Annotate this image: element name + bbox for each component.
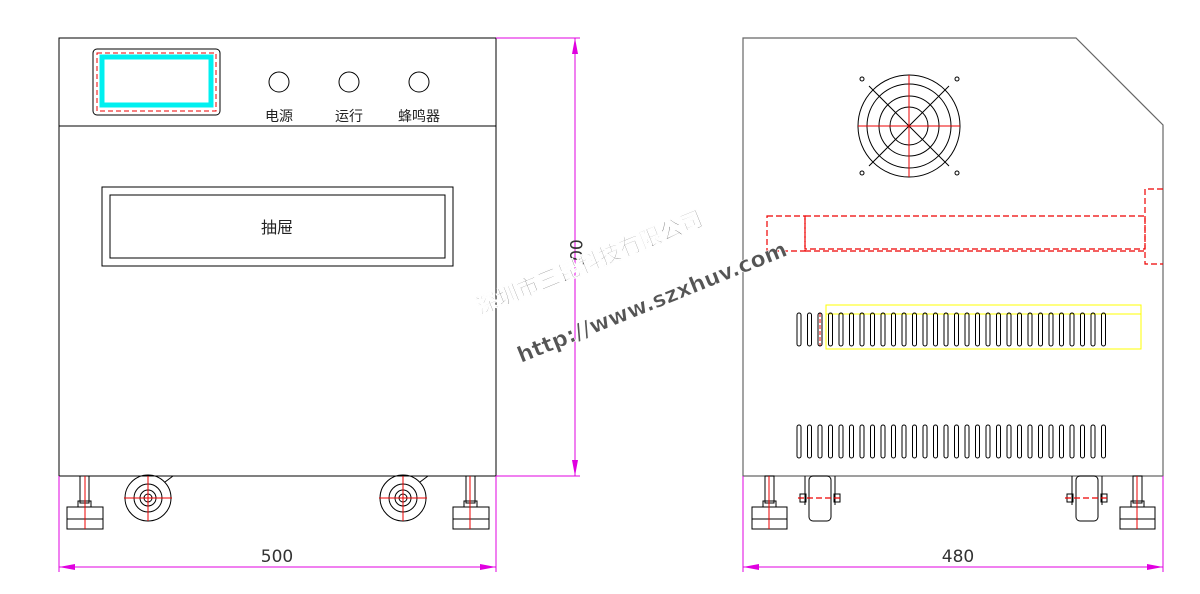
buzzer-label: 蜂鸣器 <box>398 108 440 125</box>
display-screen <box>92 48 221 116</box>
vent-slot <box>954 312 959 347</box>
vent-slot <box>1080 424 1085 459</box>
vent-slot <box>1101 424 1106 459</box>
vent-slots <box>796 312 1106 459</box>
vent-slot <box>1017 312 1022 347</box>
vent-slot <box>943 424 949 459</box>
height-dimension-front: 00 <box>496 37 585 477</box>
run-label: 运行 <box>335 109 363 125</box>
vent-slot <box>796 424 802 459</box>
front-view: 电源 运行 蜂鸣器 抽屉 <box>58 37 585 572</box>
vent-slot <box>849 424 854 459</box>
vent-slot <box>1069 312 1075 347</box>
vent-slot <box>870 312 875 347</box>
vent-slot <box>954 424 959 459</box>
vent-slot <box>912 424 917 459</box>
vent-slot <box>901 424 907 459</box>
vent-slot <box>838 424 844 459</box>
vent-slot <box>1027 312 1033 347</box>
vent-slot <box>1006 424 1012 459</box>
vent-slot <box>922 424 928 459</box>
vent-slot <box>1059 312 1064 347</box>
vent-slot <box>1048 424 1054 459</box>
width-value-480: 480 <box>942 547 974 567</box>
height-value: 00 <box>565 239 585 261</box>
leveling-foot-right <box>452 475 490 530</box>
leveling-foot-left <box>66 475 104 530</box>
buzzer-indicator <box>408 71 430 93</box>
vent-slot <box>933 312 938 347</box>
vent-slot <box>1017 424 1022 459</box>
caster-wheel-right <box>379 474 429 522</box>
vent-slot <box>849 312 854 347</box>
vent-slot <box>985 312 991 347</box>
vent-slot <box>859 424 865 459</box>
side-caster-left <box>798 475 842 522</box>
vent-slot <box>1027 424 1033 459</box>
vent-slot <box>828 424 833 459</box>
vent-slot <box>1080 312 1085 347</box>
side-foot-left <box>751 475 788 530</box>
width-value-500: 500 <box>261 547 293 567</box>
vent-slot <box>1048 312 1054 347</box>
vent-slot <box>975 312 980 347</box>
vent-slot <box>933 424 938 459</box>
vent-slot <box>901 312 907 347</box>
vent-slot <box>807 424 812 459</box>
vent-slot <box>1090 424 1096 459</box>
side-caster-right <box>1065 475 1109 522</box>
vent-slot <box>796 312 802 347</box>
side-view: 480 <box>742 37 1164 572</box>
vent-slot <box>817 312 823 347</box>
width-dimension-front: 500 <box>58 476 497 572</box>
vent-slot <box>859 312 865 347</box>
vent-slot <box>880 312 886 347</box>
vent-slot <box>1006 312 1012 347</box>
fan-guard <box>857 74 961 178</box>
vent-slot <box>1090 312 1096 347</box>
width-dimension-side: 480 <box>742 476 1164 572</box>
drawer-label: 抽屉 <box>261 218 293 237</box>
cabinet-outline <box>58 37 497 477</box>
vent-slot <box>996 424 1001 459</box>
vent-slot <box>838 312 844 347</box>
vent-slot <box>964 312 970 347</box>
vent-slot <box>807 312 812 347</box>
highlight-box <box>825 304 1142 350</box>
vent-slot <box>964 424 970 459</box>
vent-slot <box>817 424 823 459</box>
vent-slot <box>880 424 886 459</box>
drawer-hidden-lines <box>766 188 1163 265</box>
vent-slot <box>996 312 1001 347</box>
vent-slot <box>1038 312 1043 347</box>
vent-slot <box>828 312 833 347</box>
caster-wheel-left <box>124 474 174 522</box>
vent-slot <box>912 312 917 347</box>
vent-slot <box>891 424 896 459</box>
vent-slot <box>1101 312 1106 347</box>
power-indicator-light <box>268 71 290 93</box>
vent-slot <box>975 424 980 459</box>
power-label: 电源 <box>265 109 293 125</box>
vent-slot <box>870 424 875 459</box>
vent-slot <box>891 312 896 347</box>
vent-slot <box>1038 424 1043 459</box>
vent-slot <box>985 424 991 459</box>
watermark-url: http://www.szxhuv.com <box>514 237 791 368</box>
vent-slot <box>922 312 928 347</box>
vent-slot <box>1059 424 1064 459</box>
side-foot-right <box>1119 475 1156 530</box>
vent-slot <box>943 312 949 347</box>
side-outline <box>742 37 1164 477</box>
run-indicator-light <box>338 71 360 93</box>
vent-slot <box>1069 424 1075 459</box>
drawer: 抽屉 <box>101 186 454 267</box>
